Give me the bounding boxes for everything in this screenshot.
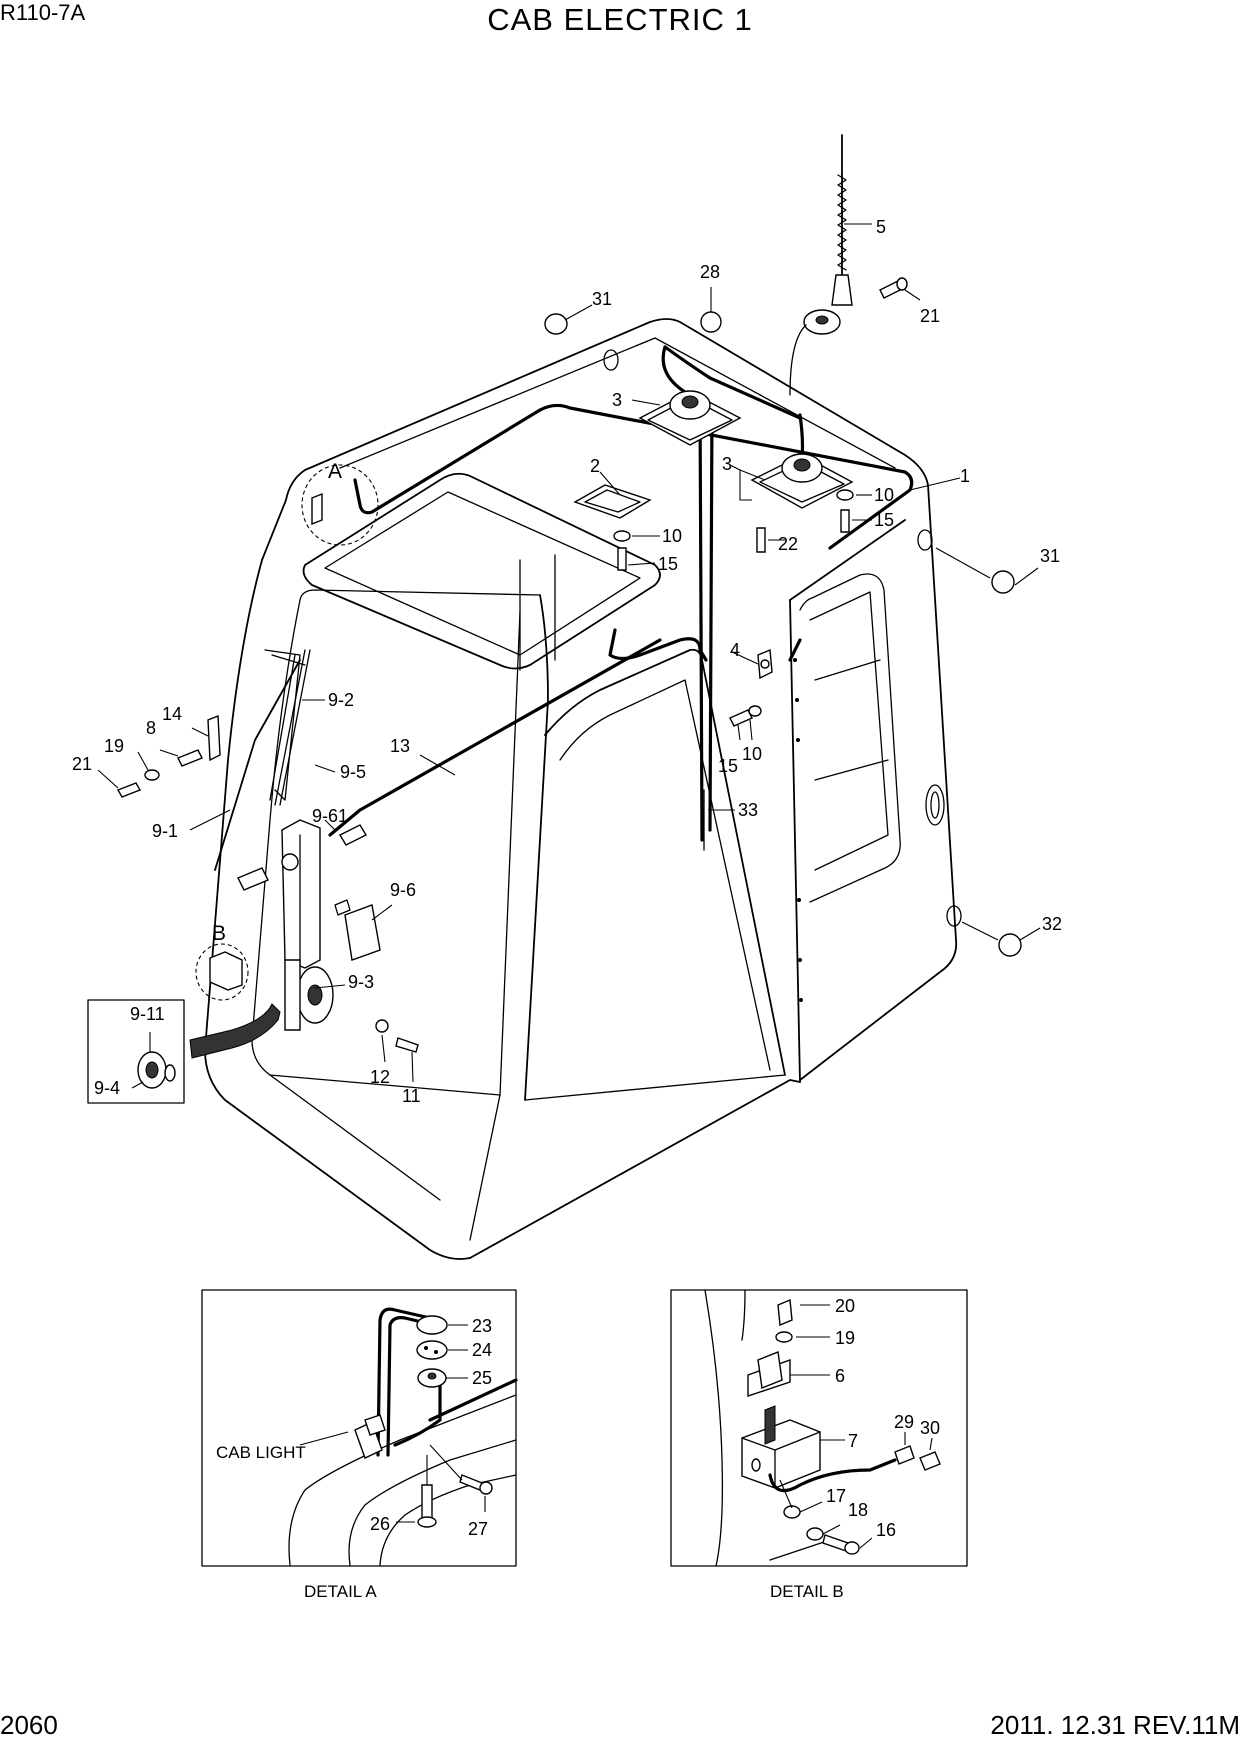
callout-19-detail: 19 bbox=[835, 1328, 855, 1348]
callout-6: 6 bbox=[835, 1366, 845, 1386]
callout-26: 26 bbox=[370, 1514, 390, 1534]
detail-b-panel: 20 19 6 7 29 30 17 18 16 DETAIL B bbox=[670, 1289, 968, 1601]
callout-17: 17 bbox=[826, 1486, 846, 1506]
callout-21-left: 21 bbox=[72, 754, 92, 774]
wiper-motor-assy bbox=[237, 819, 381, 1031]
leader-lines bbox=[97, 223, 1041, 1083]
inset-gear-detail bbox=[87, 999, 281, 1104]
detail-b-caption: DETAIL B bbox=[770, 1582, 844, 1601]
bracket-4 bbox=[757, 648, 773, 680]
callout-21-roof: 21 bbox=[920, 306, 940, 326]
callout-28: 28 bbox=[700, 262, 720, 282]
callout-22: 22 bbox=[778, 534, 798, 554]
room-lamp-2 bbox=[573, 484, 652, 519]
callout-labels: 5 21 28 31 3 3 2 10 15 10 15 22 1 31 32 … bbox=[72, 217, 1062, 1106]
callout-25: 25 bbox=[472, 1368, 492, 1388]
callout-14: 14 bbox=[162, 704, 182, 724]
callout-7: 7 bbox=[848, 1431, 858, 1451]
detail-a-caption: DETAIL A bbox=[304, 1582, 377, 1601]
callout-15-door: 15 bbox=[718, 756, 738, 776]
callout-15-lamp: 15 bbox=[658, 554, 678, 574]
callout-9-3: 9-3 bbox=[348, 972, 374, 992]
callout-20: 20 bbox=[835, 1296, 855, 1316]
caps-28-31-32 bbox=[544, 311, 1022, 957]
speaker-3-front bbox=[638, 390, 742, 446]
callout-16: 16 bbox=[876, 1520, 896, 1540]
callout-10-door: 10 bbox=[742, 744, 762, 764]
callout-32: 32 bbox=[1042, 914, 1062, 934]
bolt-11-washer-12 bbox=[375, 1019, 419, 1053]
callout-27: 27 bbox=[468, 1519, 488, 1539]
callout-10-lamp: 10 bbox=[662, 526, 682, 546]
callout-a: A bbox=[328, 460, 342, 483]
callout-9-6: 9-61 bbox=[312, 806, 348, 826]
antenna-8 bbox=[789, 134, 853, 396]
callout-1: 1 bbox=[960, 466, 970, 486]
callout-31-left: 31 bbox=[592, 289, 612, 309]
callout-29: 29 bbox=[894, 1412, 914, 1432]
detail-a-panel: CAB LIGHT 23 24 25 26 27 DETAIL A bbox=[201, 1289, 518, 1601]
callout-4: 4 bbox=[730, 640, 740, 660]
callout-3-rear: 3 bbox=[722, 454, 732, 474]
callout-9-11: 9-4 bbox=[94, 1078, 120, 1098]
callout-15-speaker: 15 bbox=[874, 510, 894, 530]
cab-light-label: CAB LIGHT bbox=[216, 1443, 306, 1462]
callout-2: 2 bbox=[590, 456, 600, 476]
speaker-3-rear bbox=[750, 453, 854, 509]
callout-5: 8 bbox=[146, 718, 156, 738]
bolt-21-roof bbox=[879, 277, 908, 299]
callout-b: B bbox=[212, 922, 226, 945]
callout-30: 30 bbox=[920, 1418, 940, 1438]
callout-18: 18 bbox=[848, 1500, 868, 1520]
revision-date: 2011. 12.31 REV.11M bbox=[990, 1710, 1240, 1740]
page-number: 2060 bbox=[0, 1710, 58, 1740]
callout-12: 12 bbox=[370, 1067, 390, 1087]
callout-23: 23 bbox=[472, 1316, 492, 1336]
callout-24: 24 bbox=[472, 1340, 492, 1360]
callout-31-right: 31 bbox=[1040, 546, 1060, 566]
callout-9-1: 9-1 bbox=[152, 821, 178, 841]
callout-11: 11 bbox=[402, 1086, 421, 1106]
callout-9-4: 9-5 bbox=[340, 762, 366, 782]
callout-19: 19 bbox=[104, 736, 124, 756]
page-title: CAB ELECTRIC 1 bbox=[487, 2, 753, 37]
model-code: R110-7A bbox=[0, 0, 86, 25]
callout-3-front: 3 bbox=[612, 390, 622, 410]
callout-10-speaker: 10 bbox=[874, 485, 894, 505]
bracket-14-bolts-5-19-21 bbox=[116, 714, 221, 798]
callout-9-61: 9-11 bbox=[130, 1004, 165, 1024]
detail-circle-b bbox=[195, 943, 249, 1001]
pipe-13 bbox=[339, 824, 367, 846]
callout-9-2: 9-2 bbox=[328, 690, 354, 710]
cab-body bbox=[204, 318, 962, 1260]
washer-10-and-bolt-15 bbox=[613, 489, 854, 727]
callout-8: 5 bbox=[876, 217, 886, 237]
callout-13: 13 bbox=[390, 736, 410, 756]
detail-circle-a bbox=[301, 464, 379, 546]
callout-33: 33 bbox=[738, 800, 758, 820]
callout-9-5: 9-6 bbox=[390, 880, 416, 900]
